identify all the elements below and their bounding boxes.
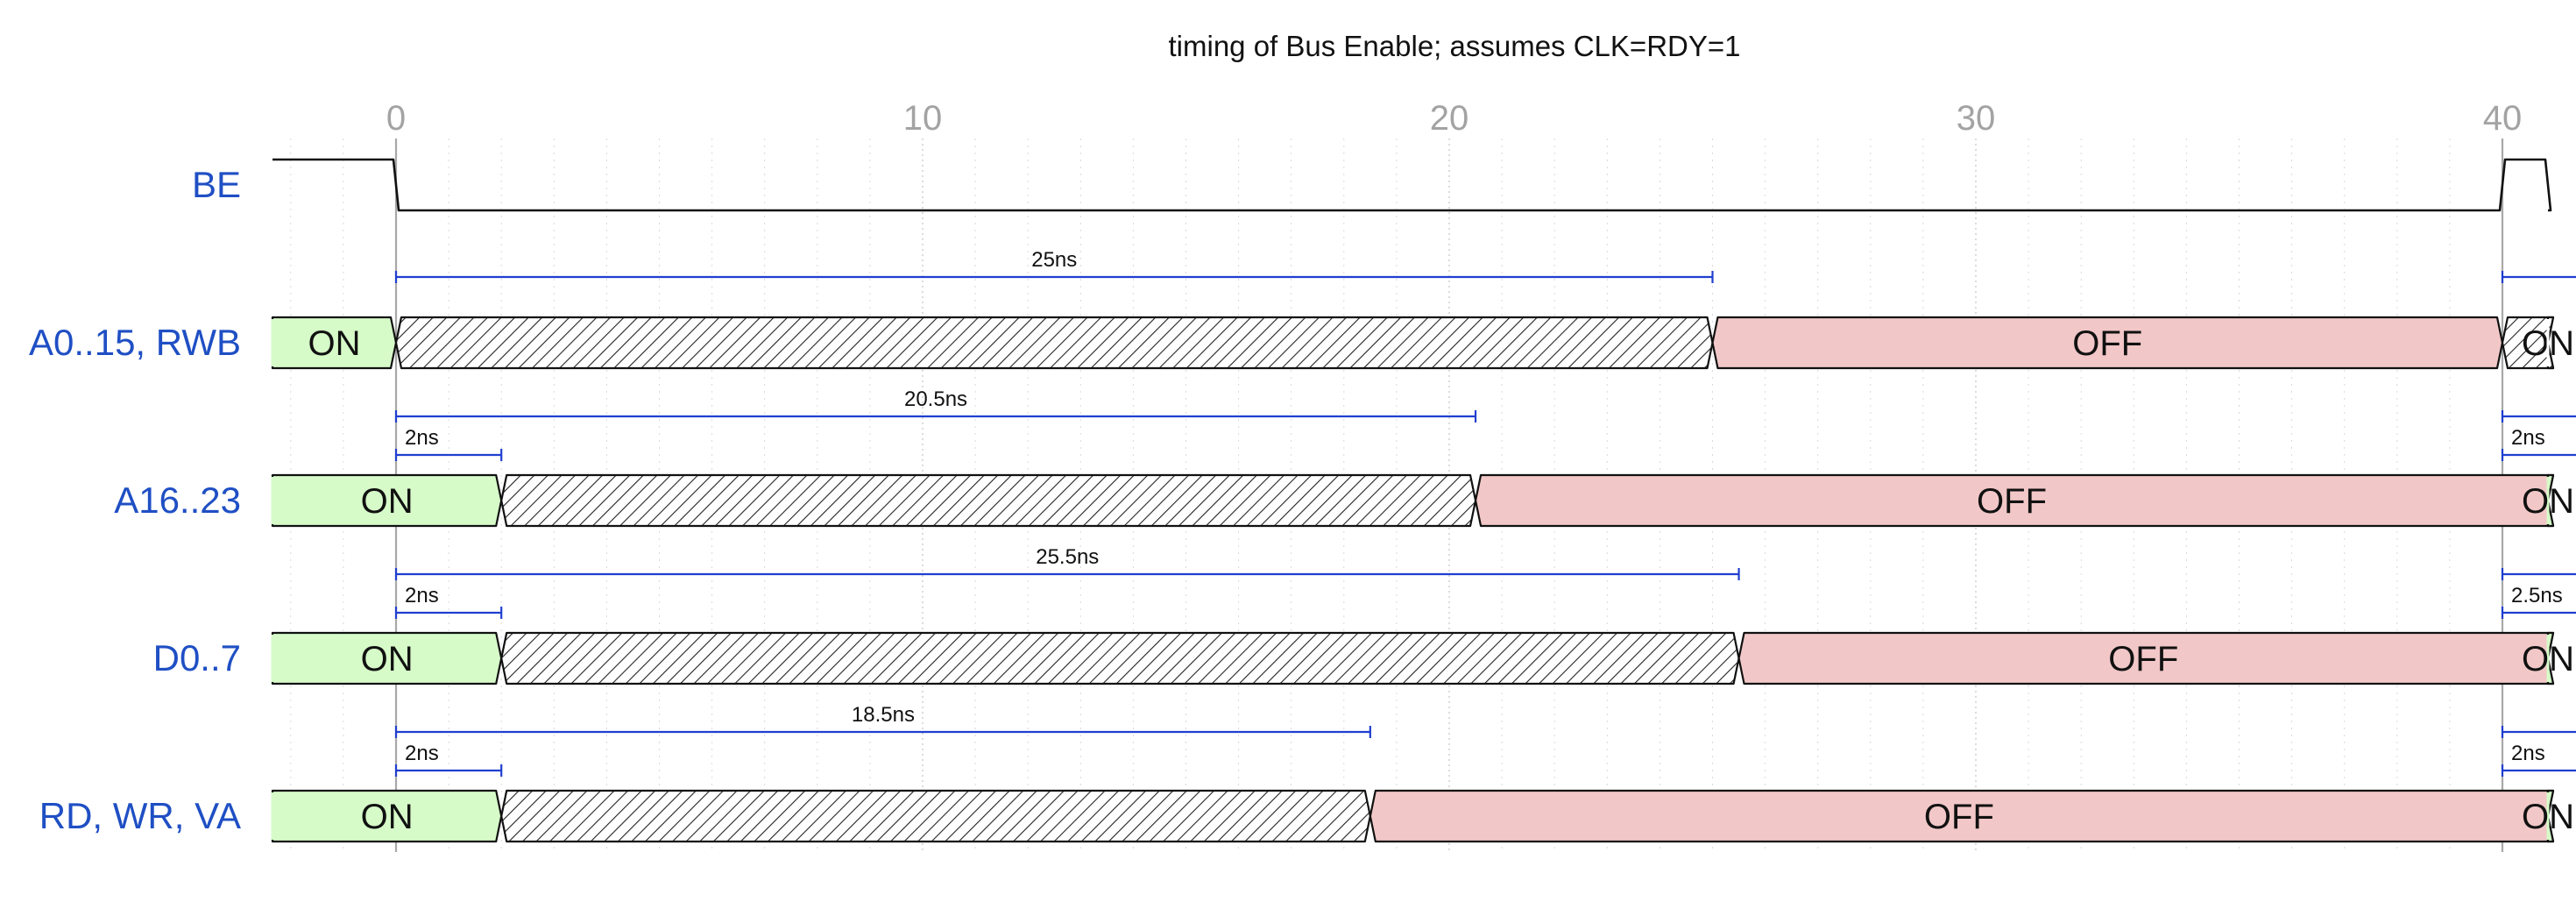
bus-segment-x (2501, 316, 2550, 370)
delay-annotation: 25.5ns (394, 545, 1740, 580)
segment-state-label: ON (308, 324, 361, 363)
signal-label: D0..7 (153, 637, 241, 678)
annotation-label: 2ns (2511, 426, 2545, 450)
tick-label: 40 (2483, 99, 2523, 138)
signal-label: BE (192, 164, 241, 205)
signal-label: A16..23 (114, 479, 241, 521)
segment-state-label: OFF (2072, 324, 2142, 363)
bus-segment-x (500, 631, 1740, 685)
delay-annotation: 20.5ns (2501, 410, 2576, 423)
annotation-label: 18.5ns (852, 703, 915, 727)
delay-annotation: 2ns (394, 742, 503, 777)
bus-segment-on: ON (2522, 631, 2574, 685)
segment-state-label: OFF (1924, 798, 1994, 836)
signal-label: RD, WR, VA (39, 795, 241, 836)
bus-segment-on: ON (271, 789, 503, 843)
segment-state-label: ON (361, 482, 414, 521)
bus-segment-x (394, 316, 1714, 370)
segment-shape (394, 316, 1714, 370)
segment-shape (500, 631, 1740, 685)
delay-annotation: 23.5ns (2501, 568, 2576, 580)
delay-annotation: 20.5ns (394, 387, 1477, 423)
delay-annotation: 2ns (394, 584, 503, 619)
tick-label: 10 (903, 99, 943, 138)
delay-annotation: 2ns (2501, 742, 2576, 777)
tick-label: 20 (1430, 99, 1469, 138)
bus-segment-on: ON (2522, 789, 2574, 843)
segment-state-label: ON (2522, 482, 2574, 521)
bus-segment-x (500, 473, 1477, 528)
bus-segment-x (2546, 316, 2555, 370)
annotation-label: 25.5ns (1036, 545, 1099, 569)
tick-label: 0 (386, 99, 406, 138)
delay-annotation: 2.5ns (2501, 584, 2576, 619)
delay-annotation: 2ns (2501, 426, 2576, 461)
annotation-label: 25ns (1031, 248, 1077, 272)
bus-segment-on: ON (2522, 473, 2574, 528)
signal-label: A0..15, RWB (29, 322, 241, 363)
signal-rd-wr-va: RD, WR, VA ON OFF ON (39, 789, 2574, 843)
signal-d0-7: D0..7 ON OFF ON (153, 631, 2574, 685)
segment-state-label: ON (2522, 640, 2574, 678)
segment-state-label: OFF (2108, 640, 2178, 678)
time-axis: 01020304050607080 (386, 99, 2523, 138)
segment-shape (500, 473, 1477, 528)
bus-segment-on: ON (271, 473, 503, 528)
bus-segment-off: OFF (1369, 789, 2550, 843)
tick-label: 30 (1957, 99, 1996, 138)
clock-waveform (272, 158, 2552, 212)
delay-annotations: 25ns 25ns 20.5ns 20.5ns 2ns 2ns 25.5ns 23.5ns 2n… (394, 248, 2576, 777)
annotation-label: 2.5ns (2511, 584, 2563, 607)
bus-segment-off: OFF (1737, 631, 2550, 685)
signal-a16-23: A16..23 ON OFF ON (114, 473, 2574, 528)
bus-segment-on: ON (271, 316, 398, 370)
signal-be: BE (192, 158, 2552, 212)
diagram-title: timing of Bus Enable; assumes CLK=RDY=1 (1169, 30, 1741, 62)
delay-annotation: 25ns (2501, 271, 2576, 283)
segment-state-label: ON (361, 640, 414, 678)
delay-annotation: 16.5ns (2501, 726, 2576, 738)
bus-segment-off: OFF (1474, 473, 2550, 528)
bus-segment-off: OFF (1711, 316, 2504, 370)
bus-segment-on: ON (271, 631, 503, 685)
annotation-label: 2ns (405, 426, 439, 450)
segment-state-label: ON (361, 798, 414, 836)
segment-shape (500, 789, 1371, 843)
delay-annotation: 25ns (394, 248, 1714, 283)
annotation-label: 2ns (405, 584, 439, 607)
annotation-label: 20.5ns (904, 387, 967, 411)
segment-state-label: OFF (1977, 482, 2047, 521)
delay-annotation: 18.5ns (394, 703, 1371, 738)
delay-annotation: 2ns (394, 426, 503, 461)
annotation-label: 2ns (405, 742, 439, 765)
annotation-label: 2ns (2511, 742, 2545, 765)
bus-segment-x (500, 789, 1371, 843)
segment-state-label: ON (2522, 798, 2574, 836)
